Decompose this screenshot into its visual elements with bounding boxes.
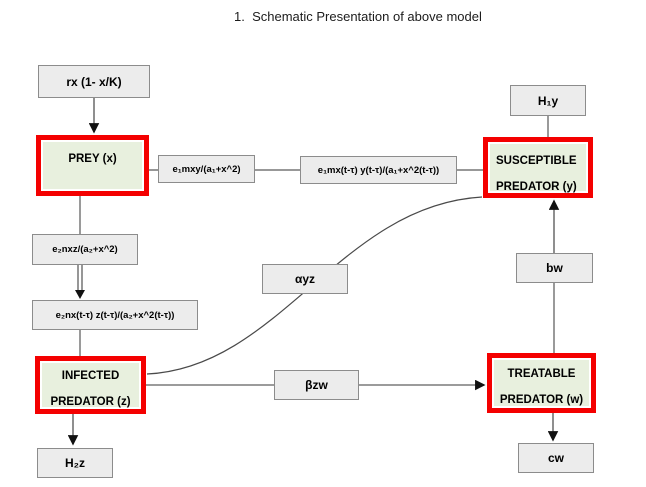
node-treatable-label-line2: PREDATOR (w) [499, 394, 584, 406]
node-prey: PREY (x) [36, 135, 149, 196]
label-e2-term: e₂nxz/(a₂+x^2) [32, 234, 138, 265]
node-treatable-label-line1: TREATABLE [507, 368, 576, 380]
label-e2-delay-term: e₂nx(t-τ) z(t-τ)/(a₂+x^2(t-τ)) [32, 300, 198, 330]
label-bzw: βzw [274, 370, 359, 400]
label-growth-term: rx (1- x/K) [38, 65, 150, 98]
label-cw: cw [518, 443, 594, 473]
node-susceptible-label-line2: PREDATOR (y) [496, 181, 577, 193]
label-e1-term: e₁mxy/(a₁+x^2) [158, 155, 255, 183]
label-ayz: αyz [262, 264, 348, 294]
node-susceptible-predator: SUSCEPTIBLE PREDATOR (y) [483, 137, 593, 198]
label-e1-delay-term: e₁mx(t-τ) y(t-τ)/(a₁+x^2(t-τ)) [300, 156, 457, 184]
label-h1y: H₁y [510, 85, 586, 116]
label-bw: bw [516, 253, 593, 283]
node-susceptible-label-line1: SUSCEPTIBLE [496, 155, 577, 167]
label-h2z: H₂z [37, 448, 113, 478]
node-prey-label: PREY (x) [68, 153, 117, 165]
node-infected-predator: INFECTED PREDATOR (z) [35, 356, 146, 414]
node-treatable-predator: TREATABLE PREDATOR (w) [487, 353, 596, 413]
node-infected-label-line2: PREDATOR (z) [50, 396, 131, 408]
node-infected-label-line1: INFECTED [61, 370, 120, 382]
diagram-title: 1. Schematic Presentation of above model [234, 9, 482, 24]
